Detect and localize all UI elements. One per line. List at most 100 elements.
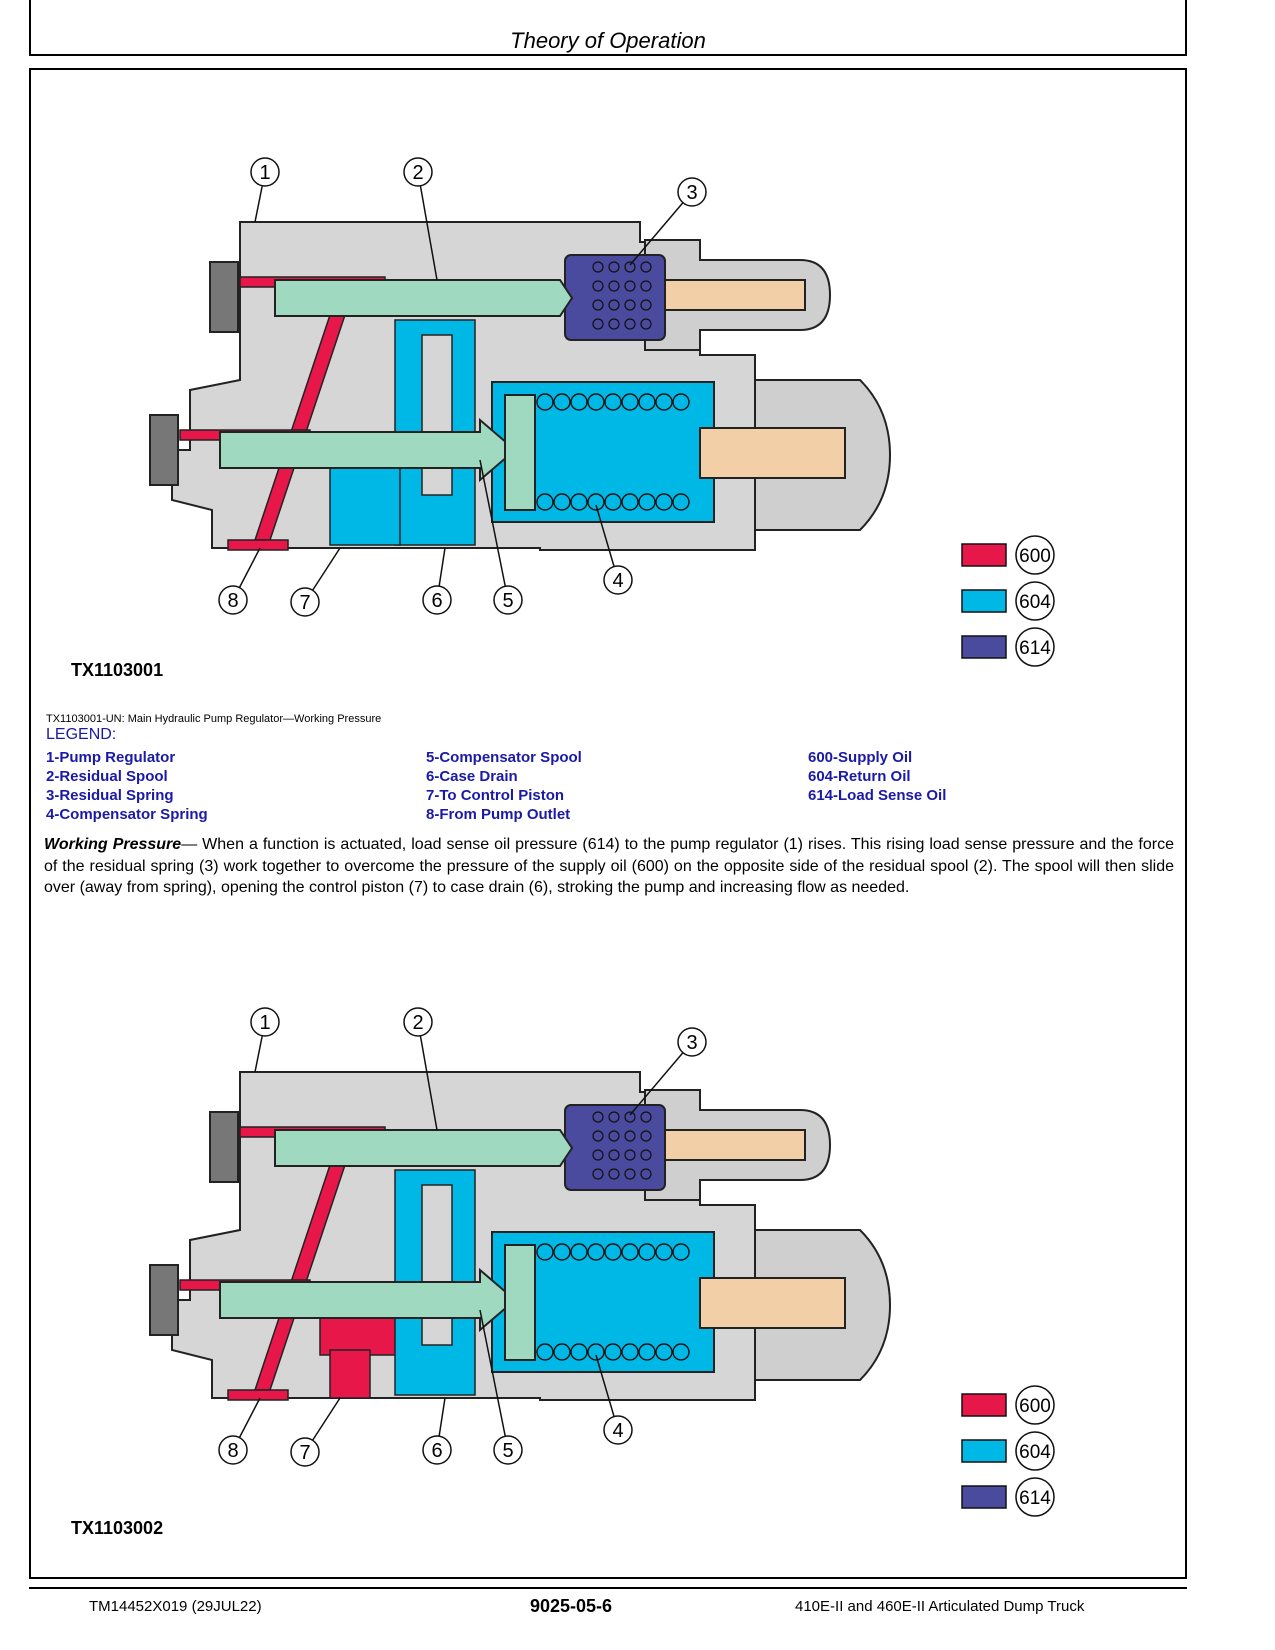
compensator-spring-coil (553, 1243, 571, 1261)
callout-circle (250, 1007, 280, 1037)
legend-swatch (961, 543, 1007, 567)
residual-spring-coil (624, 261, 636, 273)
legend-item: 4-Compensator Spring (46, 806, 208, 823)
residual-spring-coil (608, 280, 620, 292)
callout-leader (479, 459, 509, 601)
callout-leader (629, 191, 693, 266)
compensator-spring-coil (536, 1343, 554, 1361)
residual-spring-coil (608, 1130, 620, 1142)
compensator-spring-coil (655, 1243, 673, 1261)
callout-label: 1 (259, 1012, 270, 1034)
compensator-spring-coil (638, 393, 656, 411)
compensator-spring-coil (570, 393, 588, 411)
callout-label: 6 (431, 590, 442, 612)
callout-label: 6 (431, 1440, 442, 1462)
legend-code-circle (1015, 535, 1055, 575)
callout-leader (417, 1021, 438, 1131)
compensator-spring-coil (587, 1243, 605, 1261)
page-title: Theory of Operation (510, 28, 706, 53)
control-piston-port (329, 1349, 371, 1399)
adjuster-rod-lower (699, 1277, 846, 1329)
compensator-spring-coil (536, 1243, 554, 1261)
legend-code-circle (1015, 1431, 1055, 1471)
compensator-spool (219, 417, 517, 483)
residual-spring-coil (592, 1111, 604, 1123)
legend-item: 600-Supply Oil (808, 749, 913, 766)
compensator-spring-coil (536, 393, 554, 411)
compensator-spring-coil (553, 393, 571, 411)
residual-spring-coil (608, 299, 620, 311)
residual-spring-coil (592, 1168, 604, 1180)
compensator-spring-coil (655, 493, 673, 511)
legend-swatch (961, 635, 1007, 659)
callout-label: 7 (299, 1442, 310, 1464)
adjuster-rod-upper (664, 1129, 806, 1161)
residual-spring-coil (592, 1149, 604, 1161)
compensator-spool (219, 1267, 517, 1333)
figure-id-2: TX1103002 (71, 1518, 164, 1538)
end-plug-lower (149, 1264, 179, 1336)
compensator-spring-coil (621, 393, 639, 411)
callout-leader (629, 1041, 693, 1116)
housing-web (421, 334, 453, 496)
callout-label: 3 (686, 1032, 697, 1054)
callout-circle (403, 157, 433, 187)
compensator-spring-coil (621, 1243, 639, 1261)
housing-web (421, 1184, 453, 1346)
compensator-spring-coil (672, 1243, 690, 1261)
case-drain-passage (329, 464, 401, 546)
adjuster-rod-lower (699, 427, 846, 479)
compensator-spring-coil (655, 393, 673, 411)
residual-spring-coil (640, 1149, 652, 1161)
callout-circle (250, 157, 280, 187)
callout-label: 2 (412, 1012, 423, 1034)
compensator-spring-coil (570, 1243, 588, 1261)
callout-circle (603, 565, 633, 595)
compensator-spring-coil (570, 1343, 588, 1361)
residual-spring-coil (608, 1168, 620, 1180)
legend-item: 2-Residual Spool (46, 768, 168, 785)
callout-circle (493, 585, 523, 615)
callout-label: 5 (502, 590, 513, 612)
legend-code: 600 (1019, 1396, 1051, 1417)
header-frame (29, 0, 1187, 56)
legend-code-circle (1015, 627, 1055, 667)
callout-label: 1 (259, 162, 270, 184)
compensator-spring-coil (604, 1343, 622, 1361)
legend-code: 614 (1019, 1488, 1051, 1509)
legend-item: 7-To Control Piston (426, 787, 565, 804)
residual-spring-coil (640, 1111, 652, 1123)
callout-label: 3 (686, 182, 697, 204)
legend-swatch (961, 1485, 1007, 1509)
residual-spring-coil (624, 1168, 636, 1180)
compensator-spring-coil (638, 493, 656, 511)
legend-title: LEGEND: (46, 726, 117, 743)
legend-item: 8-From Pump Outlet (426, 806, 571, 823)
compensator-spring-coil (621, 493, 639, 511)
compensator-spring-coil (553, 1343, 571, 1361)
callout-circle (422, 1435, 452, 1465)
content-frame (29, 68, 1187, 1579)
legend-item: 1-Pump Regulator (46, 749, 176, 766)
legend-swatch (961, 589, 1007, 613)
footer-rule (29, 1587, 1187, 1589)
body-paragraph: Working Pressure— When a function is act… (44, 834, 1174, 899)
legend-swatch (961, 1393, 1007, 1417)
supply-port (227, 539, 289, 551)
legend-item: 6-Case Drain (426, 768, 518, 785)
legend-code: 604 (1019, 592, 1051, 613)
compensator-spring-coil (587, 1343, 605, 1361)
compensator-spring-coil (604, 493, 622, 511)
callout-label: 4 (612, 570, 623, 592)
residual-spool (274, 279, 574, 317)
residual-spring-coil (592, 299, 604, 311)
residual-spring-coil (624, 280, 636, 292)
residual-spring-coil (592, 1130, 604, 1142)
callout-leader (417, 171, 438, 281)
callout-circle (493, 1435, 523, 1465)
residual-spring-coil (592, 261, 604, 273)
callout-label: 7 (299, 592, 310, 614)
